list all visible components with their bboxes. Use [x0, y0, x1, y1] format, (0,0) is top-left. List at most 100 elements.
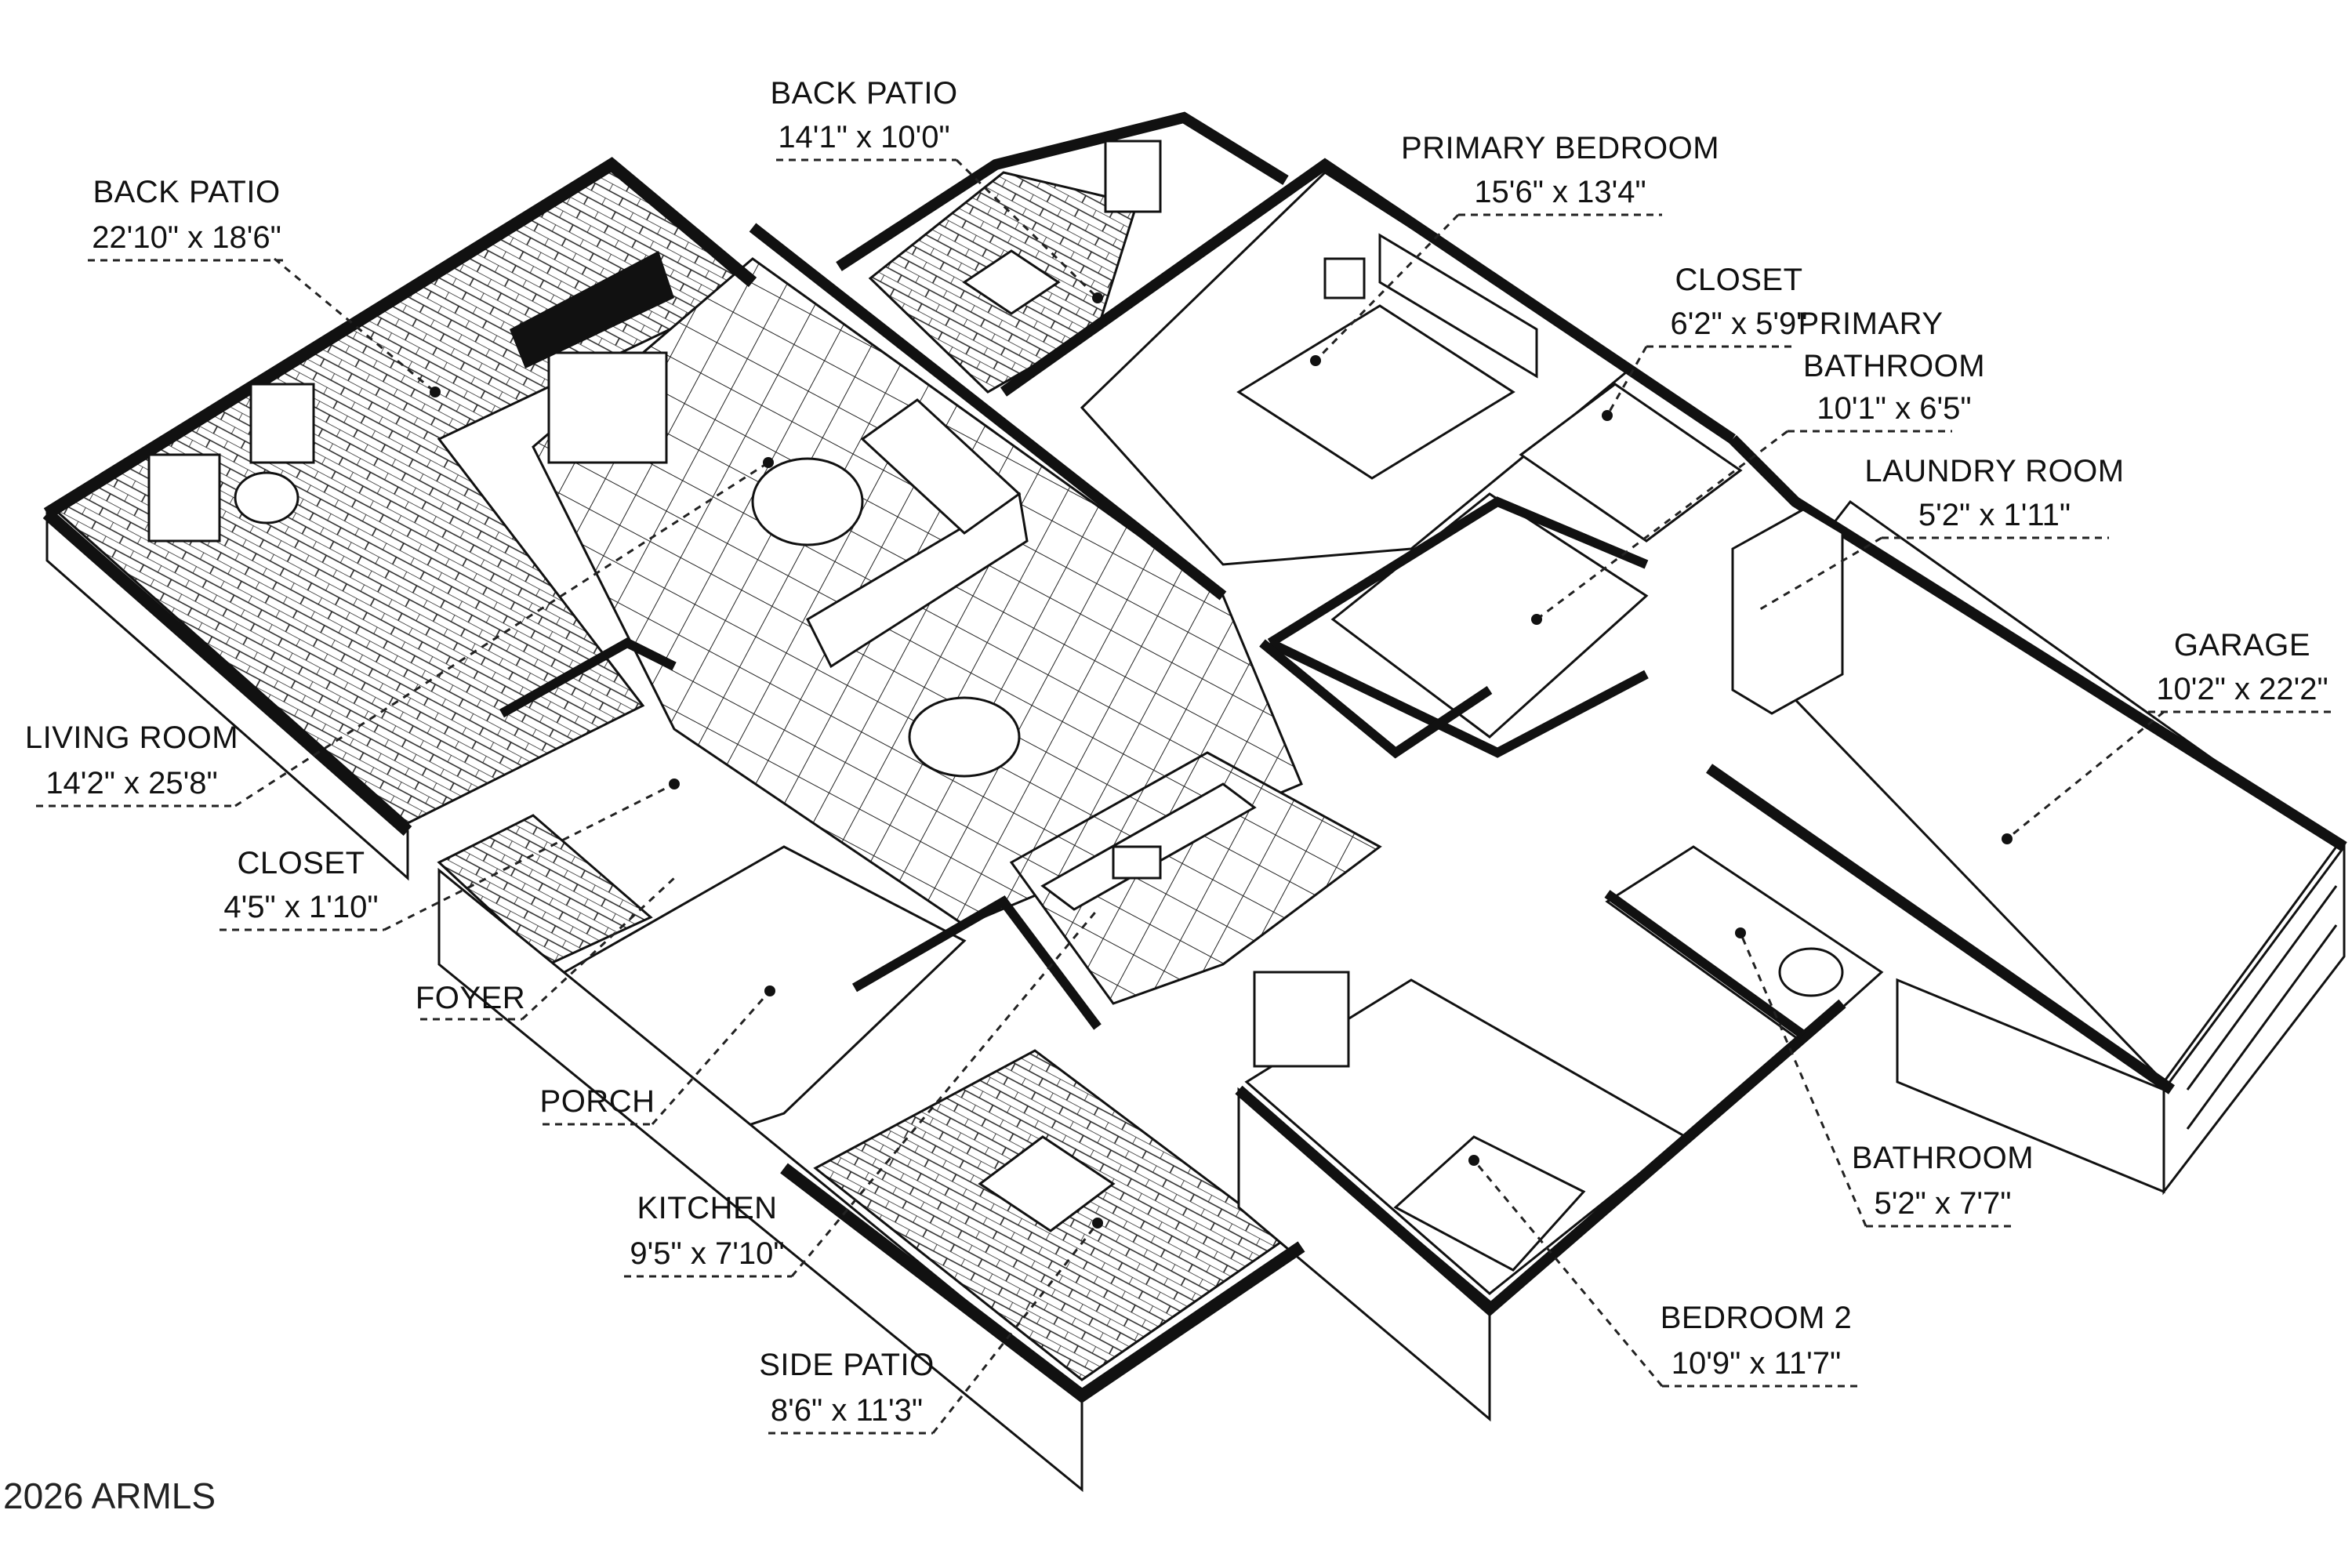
room-dimensions: 5'2" x 1'11" — [1918, 498, 2071, 532]
room-name-line-2: BATHROOM — [1803, 349, 1985, 383]
side-patio-table — [978, 1135, 1116, 1232]
wall-garage-bottom — [1706, 764, 2175, 1094]
kitchen-floor — [1009, 751, 1382, 1005]
anchor-dot — [764, 985, 775, 996]
room-dimensions: 5'2" x 7'7" — [1875, 1186, 2012, 1221]
room-name: CLOSET — [1675, 263, 1802, 297]
front-side-face — [437, 867, 1083, 1493]
furniture — [147, 140, 2338, 1272]
wall-bath-top — [1267, 496, 1649, 648]
leader-line — [274, 257, 436, 394]
small-patio-table — [962, 249, 1061, 315]
anchor-dot — [2002, 833, 2013, 844]
patio-chair-2 — [249, 383, 315, 464]
wall-hall — [1259, 639, 1493, 759]
fireplace — [547, 351, 668, 464]
room-name: KITCHEN — [637, 1191, 777, 1225]
room-name: BACK PATIO — [93, 175, 280, 209]
bedroom-2-bed — [1393, 1135, 1586, 1272]
laundry-machines — [1731, 508, 1844, 715]
label-primary-bedroom: PRIMARY BEDROOM 15'6" x 13'4" — [1310, 131, 1719, 366]
walls — [42, 111, 2347, 1403]
wall-kitchen-partition — [851, 895, 1102, 1030]
anchor-dot — [1531, 614, 1542, 625]
wall-bedroom-2 — [1235, 999, 1846, 1317]
nightstand — [1323, 257, 1366, 299]
label-porch: PORCH — [540, 985, 775, 1126]
label-back-patio-left: BACK PATIO 22'10" x 18'6" — [88, 175, 441, 397]
room-name: BACK PATIO — [770, 76, 957, 111]
room-labels: BACK PATIO 22'10" x 18'6" BACK PATIO 14'… — [25, 76, 2336, 1435]
leader-line — [1755, 536, 1882, 613]
anchor-dot — [430, 387, 441, 397]
wall-living-right — [749, 223, 1227, 601]
copyright-text: 2026 ARMLS — [3, 1475, 216, 1516]
room-dimensions: 14'2" x 25'8" — [45, 766, 217, 800]
anchor-dot — [1735, 927, 1746, 938]
room-dimensions: 8'6" x 11'3" — [771, 1393, 923, 1428]
room-name: PORCH — [540, 1084, 655, 1119]
anchor-dot — [763, 457, 774, 468]
toilet — [1778, 947, 1844, 997]
kitchen-sink — [1112, 845, 1162, 880]
anchor-dot — [1092, 1218, 1103, 1229]
primary-headboard — [1378, 233, 1538, 379]
wall-side-patio — [780, 1163, 1305, 1403]
room-name: PRIMARY BEDROOM — [1401, 131, 1719, 165]
label-garage: GARAGE 10'2" x 22'2" — [2002, 628, 2336, 844]
garage-door-line-1 — [2186, 885, 2338, 1091]
wall-primary-top — [1000, 158, 1736, 444]
room-dimensions: 15'6" x 13'4" — [1474, 175, 1646, 209]
tv-stand — [1253, 971, 1350, 1068]
label-bathroom: BATHROOM 5'2" x 7'7" — [1735, 927, 2034, 1228]
label-side-patio: SIDE PATIO 8'6" x 11'3" — [759, 1218, 1103, 1435]
primary-closet-floor — [1519, 383, 1743, 543]
leader-line — [955, 158, 1099, 299]
fireplace-mantle — [510, 251, 674, 368]
leader-line — [2006, 710, 2165, 840]
room-name: BEDROOM 2 — [1661, 1301, 1853, 1335]
leader-line — [931, 1222, 1099, 1434]
label-bedroom-2: BEDROOM 2 10'9" x 11'7" — [1468, 1155, 1858, 1388]
room-dimensions: 4'5" x 1'10" — [223, 890, 378, 924]
primary-bed — [1236, 304, 1515, 480]
wall-bath-bottom — [1268, 638, 1649, 758]
wall-back-patio-small — [836, 111, 1289, 271]
label-back-patio-small: BACK PATIO 14'1" x 10'0" — [770, 76, 1103, 303]
garage-door-face — [2162, 843, 2346, 1196]
room-dimensions: 10'2" x 22'2" — [2156, 672, 2328, 706]
leader-line — [383, 782, 675, 931]
room-dimensions: 10'1" x 6'5" — [1817, 391, 1971, 426]
room-dimensions: 10'9" x 11'7" — [1671, 1346, 1841, 1381]
wall-left — [42, 508, 412, 837]
leader-line — [1472, 1160, 1664, 1387]
label-closet-front: CLOSET 4'5" x 1'10" — [220, 779, 680, 931]
room-dimensions: 22'10" x 18'6" — [92, 220, 281, 255]
room-name: BATHROOM — [1852, 1141, 2034, 1175]
room-name: FOYER — [416, 981, 525, 1015]
label-kitchen: KITCHEN 9'5" x 7'10" — [624, 909, 1099, 1278]
label-closet-primary: CLOSET 6'2" x 5'9" — [1602, 263, 1807, 421]
anchor-dot — [1310, 355, 1321, 366]
room-name: LAUNDRY ROOM — [1864, 454, 2124, 488]
room-name: CLOSET — [237, 846, 365, 880]
small-patio-chair — [1104, 140, 1162, 213]
anchor-dot — [1092, 292, 1103, 303]
anchor-dot — [1468, 1155, 1479, 1166]
patio-chair-1 — [147, 453, 221, 543]
anchor-dot — [669, 779, 680, 789]
room-name: PRIMARY — [1798, 307, 1943, 341]
wall-closet — [499, 637, 677, 718]
room-dimensions: 6'2" x 5'9" — [1671, 307, 1808, 341]
room-name: SIDE PATIO — [759, 1348, 935, 1382]
room-name: GARAGE — [2174, 628, 2310, 662]
wall-bathroom — [1604, 890, 1806, 1039]
wall-garage-top — [1729, 435, 2347, 851]
sofa-end — [860, 398, 1022, 535]
label-laundry-room: LAUNDRY ROOM 5'2" x 1'11" — [1755, 454, 2124, 613]
garage-door-line-2 — [2186, 924, 2338, 1130]
label-primary-bathroom: PRIMARY BATHROOM 10'1" x 6'5" — [1531, 307, 1985, 625]
label-foyer: FOYER — [416, 877, 676, 1021]
label-living-room: LIVING ROOM 14'2" x 25'8" — [25, 457, 774, 808]
